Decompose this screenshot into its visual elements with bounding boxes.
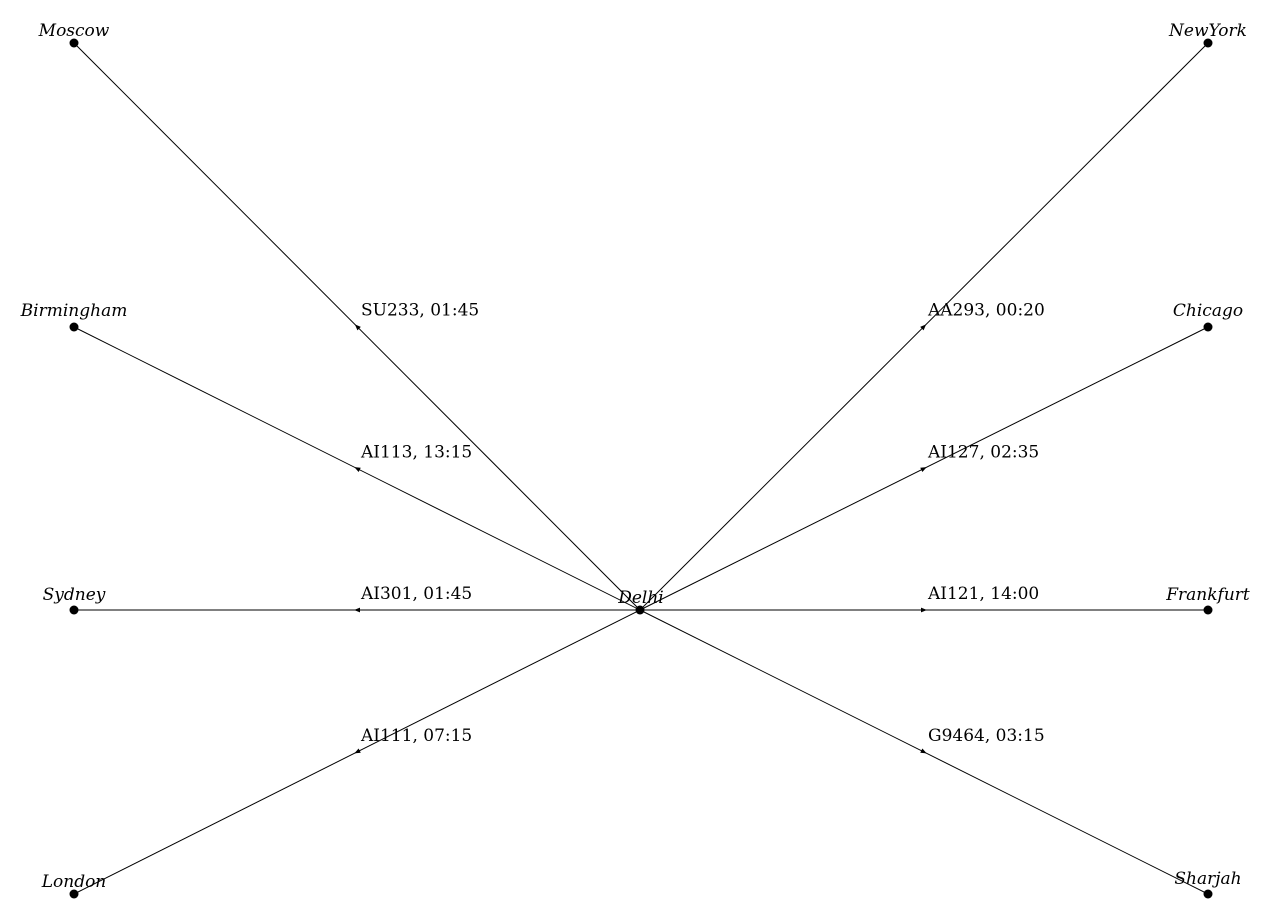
route-arrow-newyork xyxy=(920,324,927,331)
flight-label-london: AI111, 07:15 xyxy=(360,726,472,746)
route-arrow-frankfurt xyxy=(921,607,927,613)
route-arrow-moscow xyxy=(354,324,361,331)
flight-label-birmingham: AI113, 13:15 xyxy=(360,443,472,463)
city-label-sydney: Sydney xyxy=(43,585,106,605)
flight-label-sydney: AI301, 01:45 xyxy=(360,584,472,604)
hub-label-delhi: Delhi xyxy=(617,588,664,608)
route-arrow-sydney xyxy=(354,607,360,613)
city-node-chicago xyxy=(1203,322,1213,332)
flight-label-frankfurt: AI121, 14:00 xyxy=(927,584,1039,604)
city-node-birmingham xyxy=(69,322,79,332)
city-node-newyork xyxy=(1203,38,1213,48)
flight-label-sharjah: G9464, 03:15 xyxy=(928,726,1045,746)
city-label-sharjah: Sharjah xyxy=(1174,869,1241,889)
city-node-frankfurt xyxy=(1203,605,1213,615)
city-label-newyork: NewYork xyxy=(1168,21,1247,41)
city-label-frankfurt: Frankfurt xyxy=(1165,585,1250,605)
city-node-moscow xyxy=(69,38,79,48)
city-nodes xyxy=(69,38,1213,899)
city-label-london: London xyxy=(41,872,107,892)
hub-node-delhi xyxy=(635,605,645,615)
route-arrow-chicago xyxy=(920,467,927,472)
route-edges xyxy=(73,42,1209,895)
route-arrow-sharjah xyxy=(920,748,927,754)
flight-label-moscow: SU233, 01:45 xyxy=(361,301,479,321)
city-label-birmingham: Birmingham xyxy=(20,301,128,321)
route-arrow-london xyxy=(354,748,361,754)
city-node-london xyxy=(69,889,79,899)
flight-label-chicago: AI127, 02:35 xyxy=(927,443,1039,463)
city-label-chicago: Chicago xyxy=(1173,301,1243,321)
flight-label-newyork: AA293, 00:20 xyxy=(927,301,1045,321)
city-label-moscow: Moscow xyxy=(38,21,110,41)
city-node-sharjah xyxy=(1203,889,1213,899)
route-arrow-birmingham xyxy=(354,467,361,472)
city-node-sydney xyxy=(69,605,79,615)
